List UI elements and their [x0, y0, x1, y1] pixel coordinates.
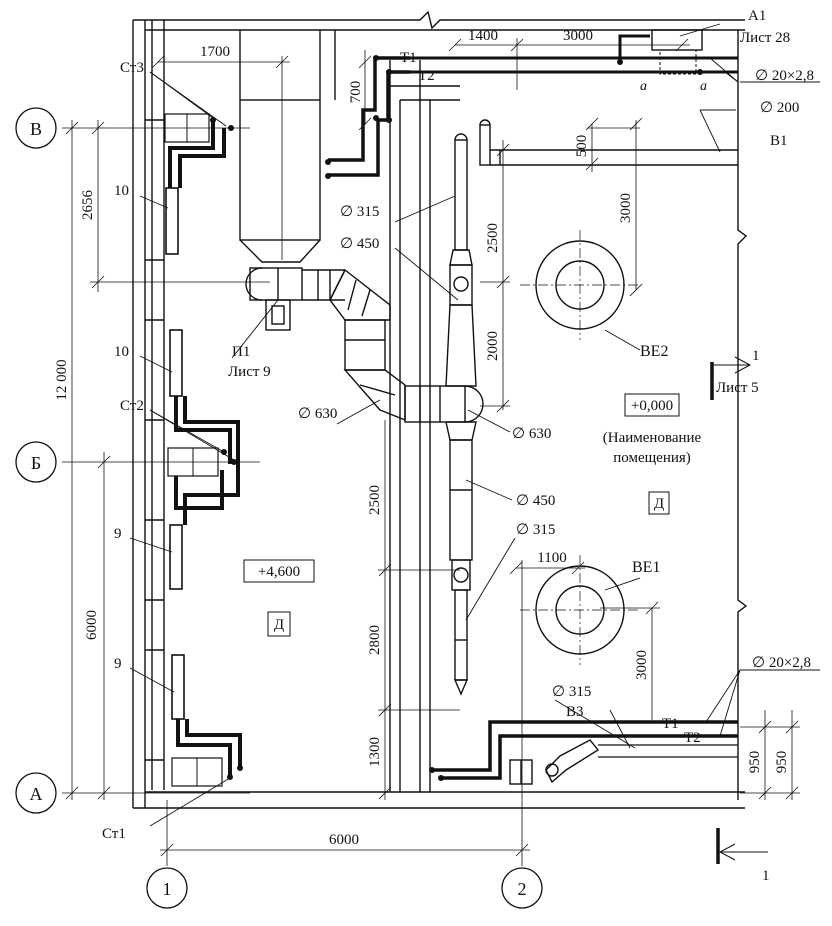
label-st1: Ст1 — [102, 826, 126, 842]
label-dia200: ∅ 200 — [760, 100, 799, 116]
label-dia20-bot: ∅ 20×2,8 — [752, 655, 811, 671]
dim-3000-top: 3000 — [563, 28, 593, 44]
level-box-left — [243, 559, 315, 583]
dim-3000-r2: 3000 — [634, 650, 650, 680]
room-code-box-right — [648, 491, 670, 515]
dim-2800: 2800 — [367, 625, 383, 655]
label-list9: Лист 9 — [228, 364, 271, 380]
dim-1700: 1700 — [200, 44, 230, 60]
axis-lines — [62, 127, 523, 866]
dimension-lines — [65, 38, 800, 857]
dim-2656: 2656 — [80, 190, 96, 221]
room-code-box-left — [267, 611, 291, 637]
label-room-name-1: (Наименование — [603, 430, 702, 446]
label-a-1: а — [640, 79, 647, 94]
supply-unit-p1 — [239, 56, 410, 331]
p1-dots — [325, 55, 392, 179]
label-text: Ст3 Ст2 Ст1 10 10 9 9 Т1 Т2 а а А1 Лист … — [102, 8, 814, 884]
label-9a: 9 — [114, 526, 122, 542]
label-dia630-right: ∅ 630 — [512, 426, 551, 442]
label-t2-top: Т2 — [418, 68, 435, 84]
label-v1: В1 — [770, 133, 788, 149]
dim-500: 500 — [574, 135, 590, 158]
label-a-2: а — [700, 79, 707, 94]
dim-3000-r1: 3000 — [618, 193, 634, 223]
dim-950-b: 950 — [774, 751, 790, 774]
axis-bubble-1: 1 — [146, 867, 188, 909]
heat-supply-pipes — [410, 29, 738, 780]
dim-2500-a: 2500 — [485, 223, 501, 253]
label-room-code-right: Д — [654, 496, 664, 512]
axis-bubble-a: А — [15, 772, 57, 814]
radiator-10a — [165, 187, 179, 255]
radiator-9a — [169, 524, 183, 590]
ductwork — [329, 119, 738, 785]
level-box-right — [624, 393, 680, 417]
label-room-code-left: Д — [274, 617, 284, 633]
radiator-10b — [169, 329, 183, 397]
axis-bubble-b: Б — [15, 441, 57, 483]
dim-2500-b: 2500 — [367, 485, 383, 515]
svg-text:1: 1 — [163, 879, 172, 899]
exhaust-fan-ve2 — [520, 230, 640, 340]
dim-1100: 1100 — [537, 550, 566, 566]
label-9b: 9 — [114, 656, 122, 672]
label-ve2: ВЕ2 — [640, 343, 668, 360]
label-dia315-top: ∅ 315 — [340, 204, 379, 220]
label-dia315-bot: ∅ 315 — [552, 684, 591, 700]
label-10b: 10 — [114, 344, 129, 360]
radiator-9b — [171, 654, 185, 720]
dim-6000-bottom: 6000 — [329, 832, 359, 848]
label-p1: П1 — [232, 344, 250, 360]
svg-text:А: А — [30, 784, 43, 804]
exhaust-fan-ve1 — [520, 555, 640, 665]
dim-2000: 2000 — [485, 331, 501, 361]
dim-12000: 12 000 — [54, 359, 70, 400]
dim-700: 700 — [348, 81, 364, 104]
svg-text:В: В — [30, 119, 42, 139]
pipe-dots — [429, 59, 703, 781]
walls — [132, 10, 748, 809]
label-dia450-top: ∅ 450 — [340, 236, 379, 252]
label-a1: А1 — [748, 8, 766, 24]
dim-6000-left: 6000 — [84, 610, 100, 640]
label-list5: Лист 5 — [716, 380, 759, 396]
dim-1400: 1400 — [468, 28, 498, 44]
label-ve1: ВЕ1 — [632, 559, 660, 576]
label-dia20-top: ∅ 20×2,8 — [755, 68, 814, 84]
leader-lines — [129, 23, 820, 827]
axis-bubble-v: В — [15, 107, 57, 149]
dim-1300: 1300 — [367, 737, 383, 767]
label-section-1-bottom: 1 — [762, 868, 770, 884]
label-level-46: +4,600 — [258, 564, 300, 580]
label-dia450-bot: ∅ 450 — [516, 493, 555, 509]
label-list28: Лист 28 — [740, 30, 790, 46]
label-st2: Ст2 — [120, 398, 144, 414]
section-marker-top — [710, 356, 752, 400]
dim-950-a: 950 — [747, 751, 763, 774]
label-level-0: +0,000 — [631, 398, 673, 414]
heating-risers — [164, 113, 242, 787]
label-t1-top: Т1 — [400, 50, 417, 66]
label-t1-bot: Т1 — [662, 716, 679, 732]
section-marker-bottom — [716, 828, 768, 864]
label-t2-bot: Т2 — [684, 730, 701, 746]
axis-bubble-2: 2 — [501, 867, 543, 909]
label-v3: В3 — [566, 704, 584, 720]
riser-dots — [210, 117, 243, 780]
label-st3: Ст3 — [120, 60, 144, 76]
label-dia630-left: ∅ 630 — [298, 406, 337, 422]
svg-text:2: 2 — [518, 879, 527, 899]
svg-text:Б: Б — [31, 453, 41, 473]
label-room-name-2: помещения) — [613, 450, 691, 466]
label-10a: 10 — [114, 183, 129, 199]
label-dia315-mid: ∅ 315 — [516, 522, 555, 538]
label-section-1-top: 1 — [752, 348, 760, 364]
dimension-text: 1700 1400 3000 700 2656 12 000 6000 500 … — [54, 28, 790, 848]
